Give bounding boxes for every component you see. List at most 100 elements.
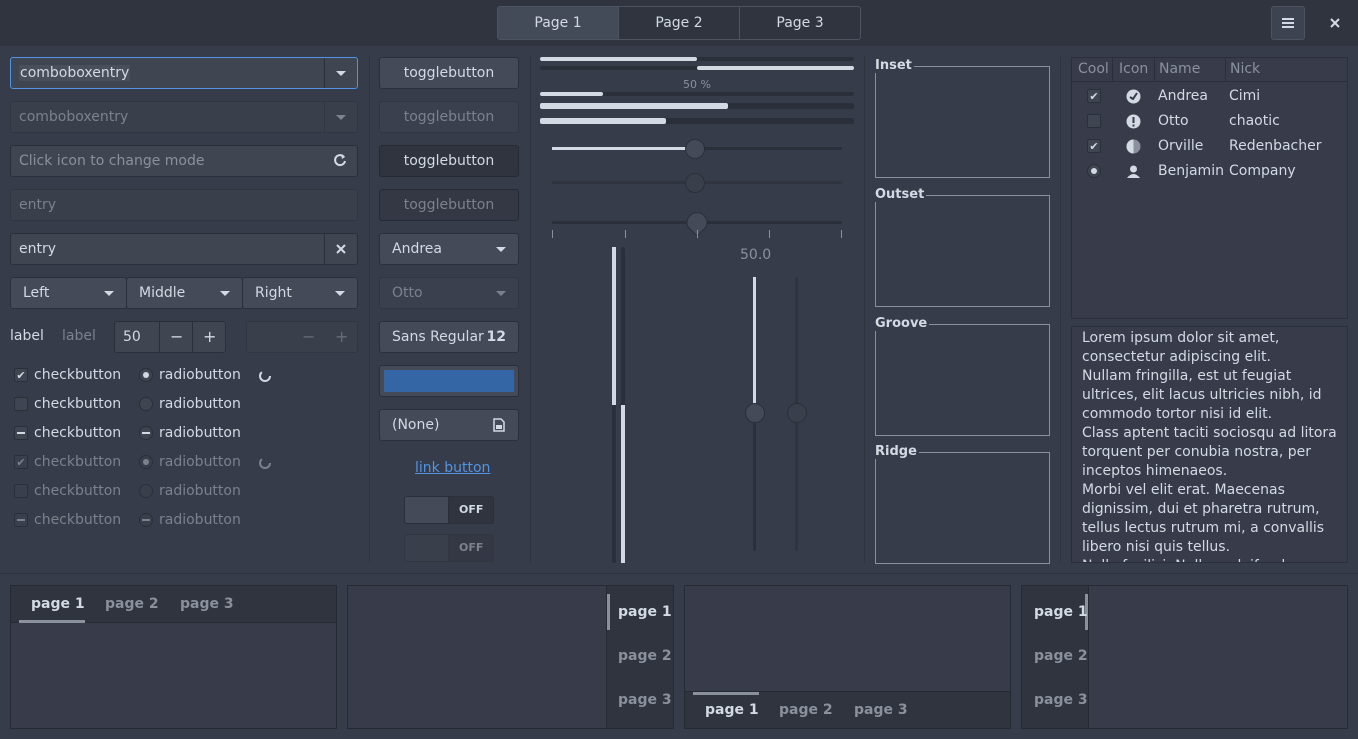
text-view[interactable]: Lorem ipsum dolor sit amet, consectetur …	[1071, 326, 1348, 563]
combo-middle[interactable]: Middle	[126, 277, 243, 309]
vprogress-fill	[621, 405, 625, 563]
mode-entry[interactable]: Click icon to change mode	[10, 145, 358, 177]
radiobutton-checked[interactable]: radiobutton	[139, 367, 241, 383]
togglebutton-label: togglebutton	[403, 109, 495, 125]
table-row[interactable]: Benjamin Company	[1072, 161, 1347, 186]
frame-label: Ridge	[875, 444, 919, 459]
combo-left[interactable]: Left	[10, 277, 127, 309]
row-nick: Company	[1229, 163, 1296, 179]
hamburger-menu-icon	[1282, 18, 1294, 28]
table-row[interactable]: Otto chaotic	[1072, 111, 1347, 136]
column-divider	[1225, 58, 1226, 82]
combo-andrea[interactable]: Andrea	[379, 233, 519, 265]
vprogress-2	[621, 247, 625, 563]
spinner-icon	[259, 370, 271, 382]
color-button[interactable]	[379, 365, 519, 397]
checkbutton-inconsistent[interactable]: checkbutton	[14, 425, 121, 441]
tick-mark	[841, 230, 842, 238]
tab-page-2[interactable]: page 2	[618, 648, 672, 664]
minus-icon[interactable]: −	[170, 327, 184, 346]
combo-disabled-arrow-icon	[336, 115, 346, 120]
tab-page-3[interactable]: page 3	[854, 702, 908, 718]
togglebutton-3-active[interactable]: togglebutton	[379, 145, 519, 177]
spin-divider	[159, 322, 160, 352]
empty-box-icon[interactable]	[1087, 114, 1101, 128]
combo-divider-disabled	[324, 102, 325, 132]
row-nick: Cimi	[1229, 88, 1261, 104]
stack-tab-page-1[interactable]: Page 1	[498, 7, 619, 39]
column-header-icon[interactable]: Icon	[1119, 61, 1149, 77]
tab-page-2[interactable]: page 2	[1034, 648, 1088, 664]
menu-button[interactable]	[1271, 6, 1305, 40]
frame-border	[875, 195, 1050, 307]
spin-button[interactable]: 50	[114, 321, 226, 353]
checkbutton-checked[interactable]: ✔ checkbutton	[14, 367, 121, 383]
label-disabled: label	[62, 328, 96, 344]
close-button[interactable]	[1318, 6, 1352, 40]
radiobutton-label: radiobutton	[159, 454, 241, 470]
vscale-value: 50.0	[740, 247, 772, 263]
tab-page-3[interactable]: page 3	[618, 692, 672, 708]
plus-icon: +	[335, 327, 349, 346]
link-button[interactable]: link button	[415, 460, 491, 476]
radiobutton-label: radiobutton	[159, 425, 241, 441]
vprogress-1	[612, 247, 616, 563]
stack-tab-page-2[interactable]: Page 2	[619, 7, 740, 39]
tab-page-1[interactable]: page 1	[705, 702, 759, 718]
tab-page-1[interactable]: page 1	[31, 596, 85, 612]
plus-icon[interactable]: +	[203, 327, 217, 346]
vprogress-fill	[612, 247, 616, 405]
combo-middle-label: Middle	[139, 285, 186, 301]
file-chooser-button[interactable]: (None)	[379, 409, 519, 441]
tab-indicator	[607, 594, 610, 630]
column-header-nick[interactable]: Nick	[1230, 61, 1261, 77]
column-header-cool[interactable]: Cool	[1078, 61, 1109, 77]
tree-header: Cool Icon Name Nick	[1072, 58, 1347, 82]
check-icon: ✔	[14, 368, 28, 382]
vscale-knob[interactable]	[745, 403, 765, 423]
column-divider	[1154, 58, 1155, 82]
hscale-knob[interactable]	[685, 139, 705, 159]
checkbutton-label: checkbutton	[34, 367, 122, 383]
radio-dot-icon[interactable]	[1087, 164, 1101, 178]
stack-tab-page-3[interactable]: Page 3	[776, 15, 824, 31]
tab-page-1[interactable]: page 1	[618, 604, 672, 620]
switch-2-disabled: OFF	[404, 534, 494, 562]
spin-value: 50	[123, 329, 141, 345]
checkbutton-unchecked[interactable]: checkbutton	[14, 396, 121, 412]
row-nick: Redenbacher	[1229, 138, 1322, 154]
combo-andrea-label: Andrea	[392, 241, 442, 257]
radiobutton-unchecked[interactable]: radiobutton	[139, 396, 241, 412]
combo-arrow-icon[interactable]	[336, 71, 346, 76]
tab-page-2[interactable]: page 2	[779, 702, 833, 718]
comboboxentry-active[interactable]: comboboxentry	[10, 57, 358, 89]
table-row[interactable]: ✔ Andrea Cimi	[1072, 86, 1347, 111]
tab-page-3[interactable]: page 3	[1034, 692, 1088, 708]
tab-page-1[interactable]: page 1	[1034, 604, 1088, 620]
togglebutton-1[interactable]: togglebutton	[379, 57, 519, 89]
tab-page-2[interactable]: page 2	[105, 596, 159, 612]
progress-fill	[540, 92, 603, 96]
table-row[interactable]: ✔ Orville Redenbacher	[1072, 136, 1347, 161]
hscale-knob-pointer[interactable]	[686, 211, 708, 237]
person-icon	[1127, 165, 1140, 178]
combo-text: comboboxentry	[19, 65, 131, 81]
dash-icon	[139, 513, 153, 527]
column-header-name[interactable]: Name	[1159, 61, 1201, 77]
combo-right[interactable]: Right	[242, 277, 358, 309]
radiobutton-inconsistent[interactable]: radiobutton	[139, 425, 241, 441]
progress-label: 50 %	[683, 78, 711, 91]
check-icon[interactable]: ✔	[1087, 139, 1101, 153]
switch-1[interactable]: OFF	[404, 496, 494, 524]
check-icon[interactable]: ✔	[1087, 89, 1101, 103]
entry-field[interactable]: entry	[10, 233, 358, 265]
tab-page-3[interactable]: page 3	[180, 596, 234, 612]
document-icon	[493, 418, 505, 432]
frame-outset: Outset	[875, 187, 1050, 307]
clear-icon[interactable]	[336, 244, 346, 254]
refresh-icon[interactable]	[333, 153, 347, 167]
dash-icon	[14, 426, 28, 440]
frame-label: Outset	[875, 187, 927, 202]
chevron-down-icon	[496, 290, 506, 296]
